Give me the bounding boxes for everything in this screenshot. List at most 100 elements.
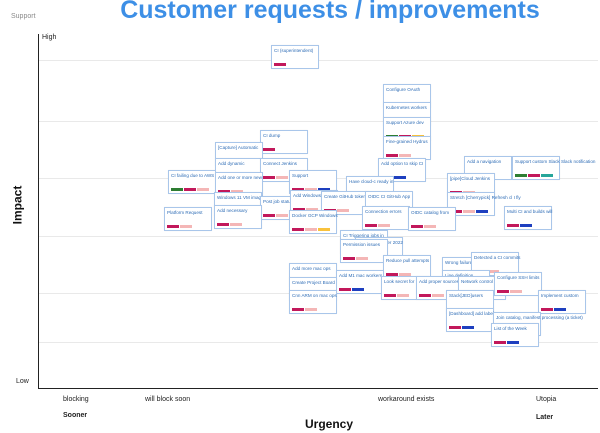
card-tags (263, 176, 307, 179)
card-title: Support custom Slack Slack notification (515, 159, 596, 164)
card-title: Add proper sources (419, 279, 460, 284)
y-low-label: Low (16, 378, 29, 385)
sticky-note-card[interactable]: Add necessary (214, 205, 262, 229)
sticky-note-card[interactable]: Cnn ARM on mac ops (289, 290, 337, 314)
tag-chip (386, 154, 398, 157)
sticky-note-card[interactable]: CI dump (260, 130, 308, 154)
tag-chip (432, 294, 444, 297)
tag-chip (305, 308, 317, 311)
card-title: Support (292, 173, 309, 178)
card-tags (263, 214, 307, 217)
corner-label: Support (11, 13, 36, 20)
card-title: Create GitHub token to (324, 194, 371, 199)
tag-chip (305, 228, 317, 231)
tag-chip (449, 326, 461, 329)
tag-chip (217, 223, 229, 226)
card-title: Detected a CI commits (474, 255, 521, 260)
gridline (39, 236, 598, 237)
sticky-note-card[interactable]: Add M1 mac workers (336, 270, 384, 294)
card-tags (419, 294, 463, 297)
card-title: Fine-grained Hydrus (386, 139, 428, 144)
tag-chip (384, 294, 396, 297)
card-tags (365, 224, 409, 227)
card-tags (497, 290, 541, 293)
sticky-note-card[interactable]: Multi CI and builds will (504, 206, 552, 230)
sticky-note-card[interactable]: List of the Week (491, 323, 539, 347)
tag-chip (411, 225, 423, 228)
sticky-note-card[interactable]: Add option to skip CI (378, 158, 426, 182)
tag-chip (263, 148, 275, 151)
card-tags (507, 224, 551, 227)
tag-chip (450, 210, 462, 213)
tag-chip (541, 174, 553, 177)
card-tags (450, 210, 494, 213)
tag-chip (218, 190, 230, 193)
card-title: Add one or more new (218, 175, 262, 180)
x-tick-utopia: Utopia (536, 396, 557, 403)
card-tags (263, 148, 307, 151)
tag-chip (276, 214, 288, 217)
card-title: Platform Request (167, 210, 203, 215)
tag-chip (292, 188, 304, 191)
card-title: Create Project Board (292, 280, 335, 285)
card-title: OIDC CI GitHub App (368, 194, 411, 199)
sticky-note-card[interactable]: Permission issues (340, 239, 388, 263)
tag-chip (399, 273, 411, 276)
tag-chip (378, 224, 390, 227)
card-tags (217, 223, 261, 226)
sticky-note-card[interactable]: Implement custom (538, 290, 586, 314)
tag-chip (515, 174, 527, 177)
x-sooner-label: Sooner (63, 412, 88, 419)
tag-chip (463, 210, 475, 213)
card-title: Add more mac ops (292, 266, 331, 271)
card-title: Network control (461, 279, 493, 284)
tag-chip (399, 154, 411, 157)
tag-chip (554, 308, 566, 311)
tag-chip (274, 63, 286, 66)
card-title: [Capture] Automatic (218, 145, 259, 150)
tag-chip (494, 341, 506, 344)
sticky-note-card[interactable]: Platform Request (164, 207, 212, 231)
tag-chip (167, 225, 179, 228)
card-tags (292, 308, 336, 311)
card-tags (293, 208, 337, 211)
tag-chip (306, 208, 318, 211)
tag-chip (171, 188, 183, 191)
card-title: Add option to skip CI (381, 161, 424, 166)
card-title: Configure OAuth (386, 87, 421, 92)
card-tags (343, 257, 387, 260)
sticky-note-card[interactable]: Configure SSH limits (494, 272, 542, 296)
tag-chip (394, 176, 406, 179)
card-title: Permission issues (343, 242, 381, 247)
gridline (39, 342, 598, 343)
tag-chip (276, 176, 288, 179)
x-later-label: Later (536, 414, 554, 421)
gridline (39, 121, 598, 122)
sticky-note-card[interactable]: Support custom Slack Slack notification (512, 156, 596, 180)
tag-chip (528, 174, 540, 177)
card-tags (411, 225, 455, 228)
card-title: CI Triggering jobs in (343, 233, 384, 238)
card-title: Join catalog, manifest processing (a tic… (496, 315, 583, 320)
tag-chip (462, 326, 474, 329)
card-title: CI dump (263, 133, 281, 138)
tag-chip (356, 257, 368, 260)
tag-chip (305, 188, 317, 191)
card-tags (274, 63, 318, 66)
sticky-note-card[interactable]: Connection errors (362, 206, 410, 230)
x-axis-title: Urgency (305, 417, 354, 431)
card-title: Have cloud-c ready in (349, 179, 394, 184)
sticky-note-card[interactable]: [Dashboard] add label (446, 308, 494, 332)
sticky-note-card[interactable]: CI (superintendent) (271, 45, 319, 69)
sticky-note-card[interactable]: Docker GCP Windows (289, 210, 338, 234)
tag-chip (397, 294, 409, 297)
sticky-note-card[interactable]: Fine-grained Hydrus (383, 136, 431, 160)
sticky-note-card[interactable]: Reduce pull attempts (383, 255, 431, 279)
sticky-note-card[interactable]: OIDC catalog from (408, 207, 456, 231)
tag-chip (510, 290, 522, 293)
x-tick-will-block-soon: will block soon (145, 396, 191, 403)
sticky-note-card[interactable]: CI failing due to AWS (168, 170, 216, 194)
tag-chip (337, 209, 349, 212)
tag-chip (352, 288, 364, 291)
card-tags (386, 154, 430, 157)
